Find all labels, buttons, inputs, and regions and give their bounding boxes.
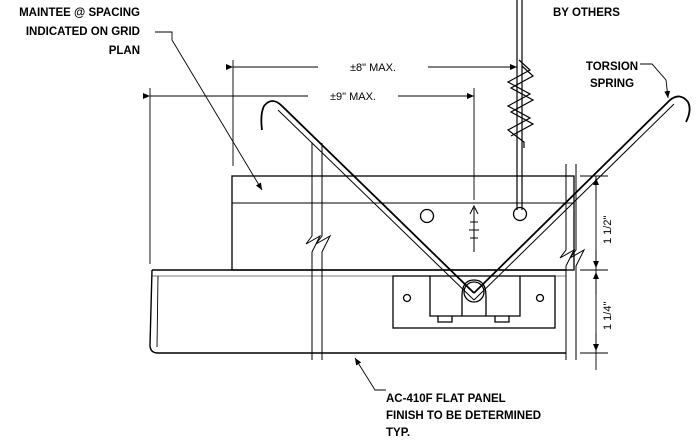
break-lines (305, 143, 586, 360)
dimension-9-label: ±9" MAX. (330, 91, 376, 103)
dimension-1-1-4-label: 1 1/4" (602, 302, 614, 330)
hanger-wire (506, 0, 535, 210)
torsion-spring-right (473, 95, 691, 301)
torsion-label-line1: TORSION (586, 61, 638, 73)
clip-hole-left (402, 293, 412, 303)
panel-label-line1: AC-410F FLAT PANEL (386, 393, 506, 405)
panel-label-line3: TYP. (386, 427, 410, 439)
dimension-9-max (143, 88, 475, 264)
leader-lines (155, 31, 671, 391)
panel-clip (392, 275, 556, 329)
channel-hole-left (419, 208, 435, 224)
flat-panel (149, 269, 566, 354)
clip-hole-right (535, 293, 545, 303)
maintee-label-line1: MAINTEE @ SPACING (19, 7, 140, 19)
maintee-label-line2: INDICATED ON GRID (26, 26, 140, 38)
by-others-label: BY OTHERS (553, 7, 620, 19)
dimension-8-max (226, 60, 517, 166)
channel-hole-right (512, 206, 528, 222)
dimension-1-1-2-label: 1 1/2" (602, 216, 614, 244)
center-arrow-icon (469, 204, 479, 252)
torsion-label-line2: SPRING (590, 78, 634, 90)
dimension-8-label: ±8" MAX. (350, 62, 396, 74)
torsion-spring-left (260, 100, 475, 301)
dimension-vertical-right (580, 175, 608, 370)
maintee-label-line3: PLAN (109, 45, 140, 57)
panel-label-line2: FINISH TO BE DETERMINED (386, 410, 541, 422)
